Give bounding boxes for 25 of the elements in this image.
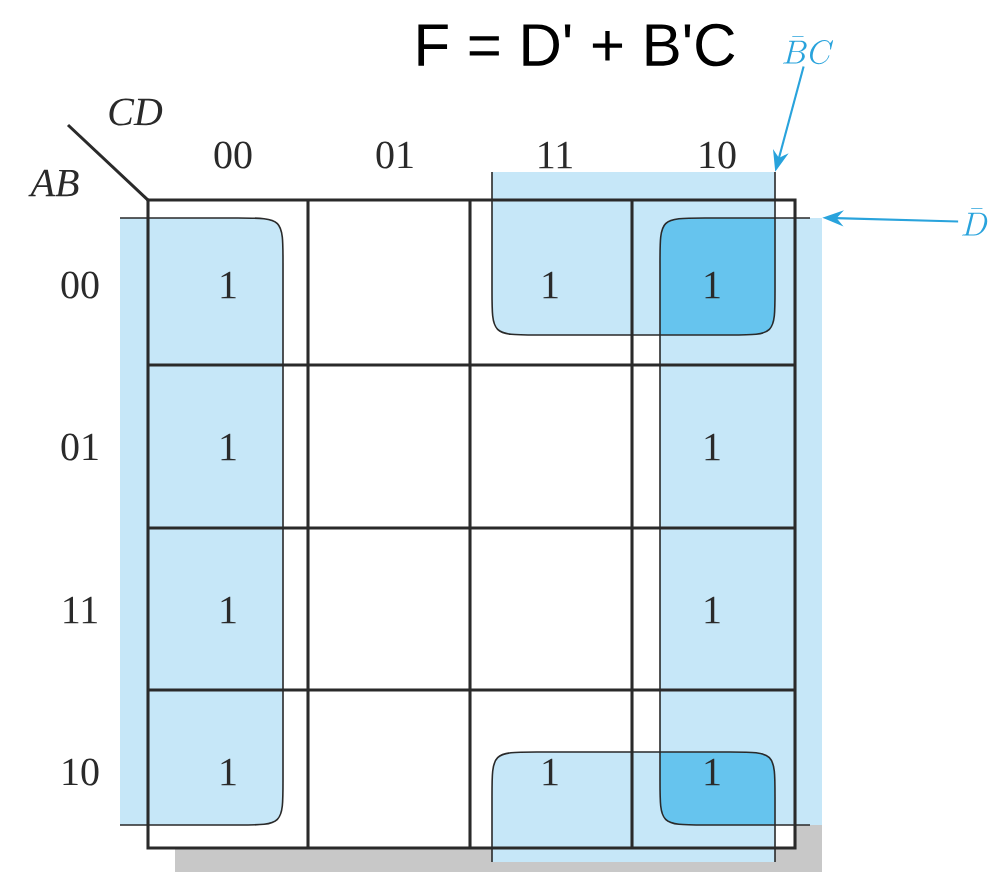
row-header: 00 — [61, 271, 99, 299]
cell-value: 1 — [221, 433, 236, 461]
row-header: 01 — [61, 433, 98, 461]
cell-value: 1 — [705, 271, 720, 299]
term-label: $\bar{D}$ — [962, 208, 988, 236]
group-loop — [491, 171, 776, 336]
row-header: 11 — [64, 596, 97, 624]
cell-value: 1 — [543, 271, 558, 299]
cell-value: 1 — [705, 596, 720, 624]
row-header: 10 — [63, 758, 99, 786]
cell-value: 1 — [705, 758, 720, 786]
column-header: 10 — [700, 141, 736, 169]
cell-value: 1 — [705, 433, 720, 461]
cell-value: 1 — [221, 596, 236, 624]
term-label: $\bar{B}C$ — [783, 36, 834, 65]
column-header: 01 — [376, 141, 413, 169]
axis-label: CD — [109, 98, 163, 126]
cell-value: 1 — [221, 271, 236, 299]
group-loop — [659, 217, 811, 826]
axis-label: AB — [28, 169, 79, 197]
column-header: 00 — [214, 141, 252, 169]
title: F = D' + B'C — [418, 23, 735, 67]
column-header: 11 — [539, 141, 572, 169]
cell-value: 1 — [221, 758, 236, 786]
cell-value: 1 — [543, 758, 558, 786]
